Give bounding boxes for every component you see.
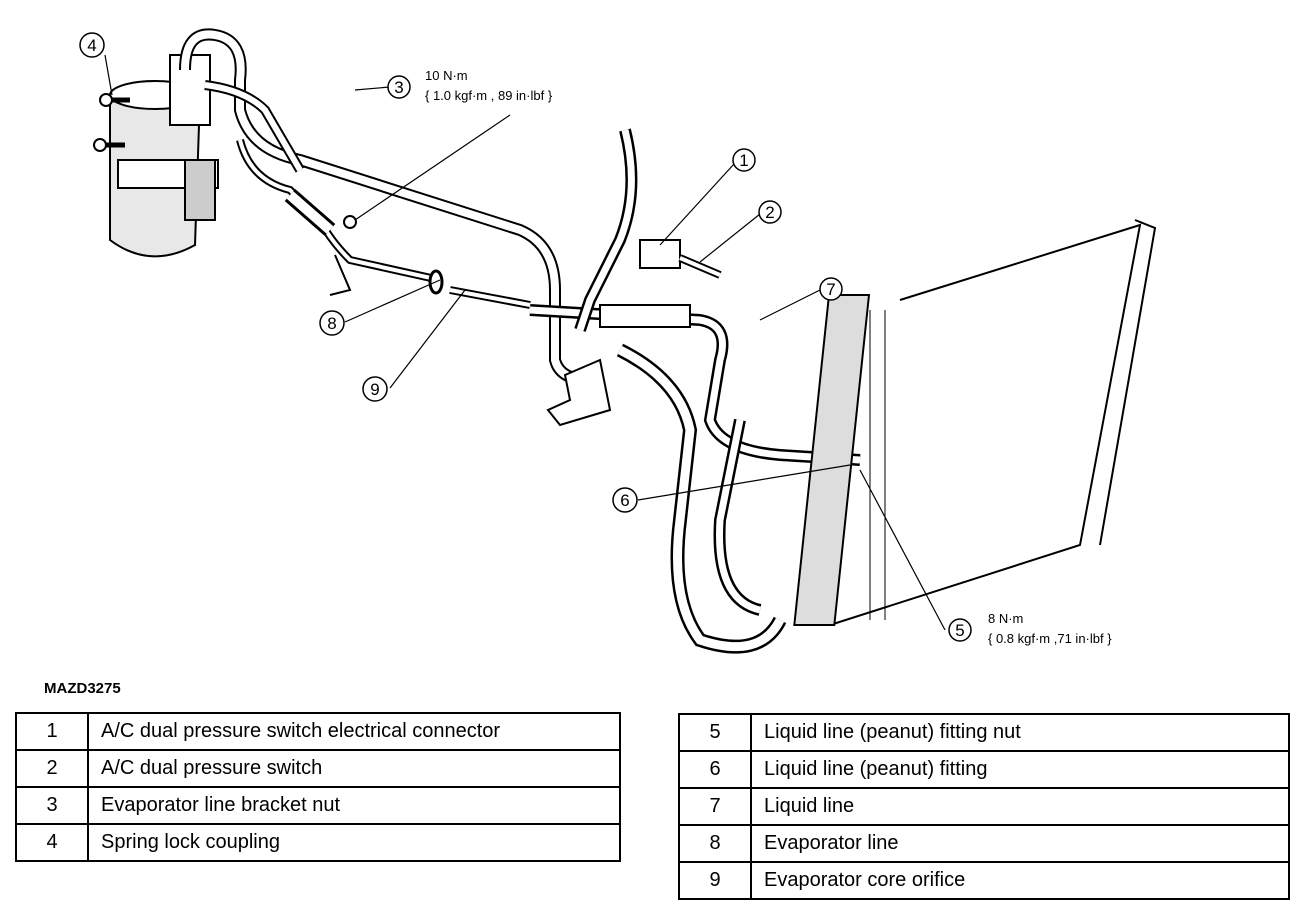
torque-3-line2: { 1.0 kgf·m , 89 in·lbf } — [425, 88, 553, 103]
callout-6-circle — [612, 487, 638, 513]
callout-9-circle — [362, 376, 388, 402]
legend-number: 8 — [678, 824, 752, 863]
legend-description: Spring lock coupling — [87, 823, 621, 862]
callout-4-circle — [79, 32, 105, 58]
legend-table-right: 5 Liquid line (peanut) fitting nut 6 Liq… — [678, 713, 1290, 900]
callout-5-circle — [948, 618, 972, 642]
callout-4-label: 4 — [87, 36, 96, 55]
legend-description: A/C dual pressure switch electrical conn… — [87, 712, 621, 751]
condenser-drawing — [793, 219, 1157, 626]
legend-row: 4 Spring lock coupling — [15, 823, 621, 862]
suction-hose-drawing — [179, 28, 591, 386]
legend-number: 2 — [15, 749, 89, 788]
callout-2-label: 2 — [765, 203, 774, 222]
legend-row: 7 Liquid line — [678, 787, 1290, 826]
legend-number: 3 — [15, 786, 89, 825]
callout-7-label: 7 — [826, 280, 835, 299]
callout-3-circle — [387, 75, 411, 99]
callout-2-circle — [758, 200, 782, 224]
legend-number: 1 — [15, 712, 89, 751]
callout-6-label: 6 — [620, 491, 629, 510]
callout-1-circle — [732, 148, 756, 172]
legend-number: 6 — [678, 750, 752, 789]
legend-description: Liquid line (peanut) fitting — [750, 750, 1290, 789]
callout-8-circle — [319, 310, 345, 336]
torque-5-line1: 8 N·m — [988, 611, 1023, 626]
legend-row: 6 Liquid line (peanut) fitting — [678, 750, 1290, 789]
legend-description: Liquid line (peanut) fitting nut — [750, 713, 1290, 752]
torque-5-line2: { 0.8 kgf·m ,71 in·lbf } — [988, 631, 1112, 646]
legend-description: Evaporator line bracket nut — [87, 786, 621, 825]
compressor-hose-drawing — [616, 343, 787, 654]
legend-row: 8 Evaporator line — [678, 824, 1290, 863]
legend-number: 5 — [678, 713, 752, 752]
legend-row: 2 A/C dual pressure switch — [15, 749, 621, 788]
ac-line-diagram: 4 3 1 2 7 8 9 6 5 10 N·m { 1.0 kgf·m , 8… — [79, 28, 1157, 654]
legend-table-left: 1 A/C dual pressure switch electrical co… — [15, 712, 621, 862]
legend-number: 9 — [678, 861, 752, 900]
legend-number: 4 — [15, 823, 89, 862]
legend-row: 1 A/C dual pressure switch electrical co… — [15, 712, 621, 751]
torque-3-line1: 10 N·m — [425, 68, 468, 83]
legend-row: 9 Evaporator core orifice — [678, 861, 1290, 900]
legend-row: 3 Evaporator line bracket nut — [15, 786, 621, 825]
callout-7-circle — [819, 277, 843, 301]
bracket-drawing — [546, 358, 612, 427]
callout-8-label: 8 — [327, 314, 336, 333]
callout-5-label: 5 — [955, 621, 964, 640]
figure-id: MAZD3275 — [44, 680, 121, 697]
pressure-switch-drawing — [574, 128, 722, 332]
legend-number: 7 — [678, 787, 752, 826]
callout-3-label: 3 — [394, 78, 403, 97]
legend-description: Liquid line — [750, 787, 1290, 826]
legend-description: Evaporator line — [750, 824, 1290, 863]
evaporator-line-drawing — [236, 138, 444, 296]
legend-row: 5 Liquid line (peanut) fitting nut — [678, 713, 1290, 752]
callout-9-label: 9 — [370, 380, 379, 399]
orifice-drawing — [449, 286, 861, 466]
accumulator-drawing — [93, 54, 219, 258]
legend-description: A/C dual pressure switch — [87, 749, 621, 788]
callout-1-label: 1 — [739, 151, 748, 170]
legend-description: Evaporator core orifice — [750, 861, 1290, 900]
leader-lines — [104, 54, 946, 631]
